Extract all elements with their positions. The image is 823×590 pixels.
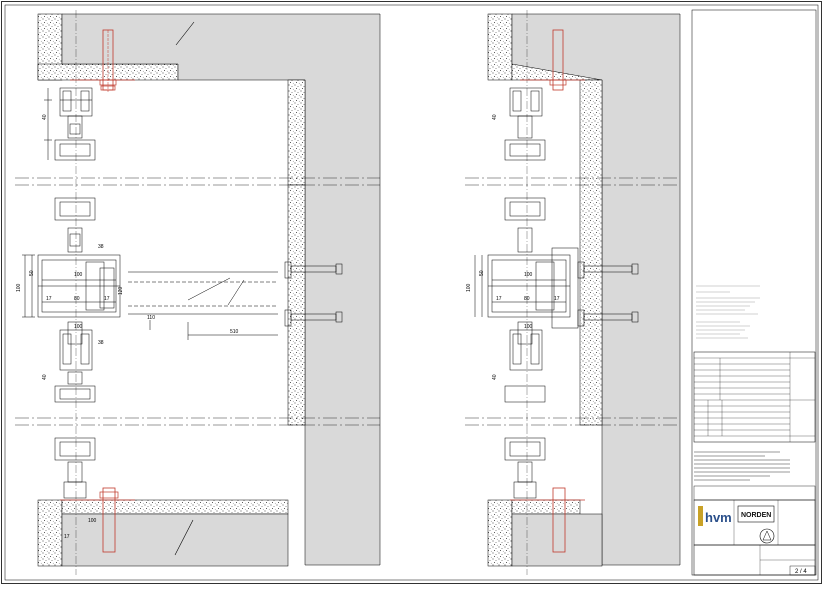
dim-label: 100 xyxy=(524,324,533,330)
concrete-speckle-right-top xyxy=(287,79,306,186)
dim-label: 38 xyxy=(98,244,104,250)
right-detail: 100 80 17 17 100 50 100 40 40 xyxy=(465,10,681,575)
dim-label: 17 xyxy=(104,296,110,302)
dim-label: 100 xyxy=(74,272,83,278)
break-line xyxy=(175,21,195,46)
concrete-speckle-bottom xyxy=(61,499,289,515)
dim-label: 100 xyxy=(16,283,22,292)
glass-clamp-top xyxy=(54,197,96,253)
profile-assembly-bottom-right xyxy=(504,321,546,499)
dim-label: 40 xyxy=(492,114,498,120)
left-detail: 100 80 17 17 100 50 100 120 38 38 40 40 … xyxy=(15,10,381,575)
dim-label: 100 xyxy=(524,272,533,278)
hvm-logo-mark xyxy=(698,506,703,526)
dim-label: 80 xyxy=(524,296,530,302)
glass-clamp-bottom xyxy=(54,321,96,403)
profile-assembly-top xyxy=(44,87,96,161)
dim-label: 17 xyxy=(554,296,560,302)
dim-label: 38 xyxy=(98,340,104,346)
dim-label: 110 xyxy=(147,315,155,321)
title-block: hvm NORDEN 2 / 4 xyxy=(691,9,817,576)
concrete-wall-left xyxy=(61,13,381,566)
dim-label: 50 xyxy=(479,270,485,276)
norden-logo: NORDEN xyxy=(741,512,771,519)
dim-label: 17 xyxy=(496,296,502,302)
notes-area xyxy=(696,285,760,339)
revision-table xyxy=(693,351,816,443)
sheet-number: 2 / 4 xyxy=(795,569,807,575)
anchor-bolt-bottom xyxy=(102,487,116,553)
dim-label: 40 xyxy=(42,374,48,380)
hvm-logo: hvm xyxy=(705,510,732,525)
profile-assembly-bottom xyxy=(54,437,96,499)
dim-label: 17 xyxy=(64,534,70,540)
break-line xyxy=(174,519,194,556)
main-profile-right xyxy=(474,247,579,329)
dim-label: 100 xyxy=(88,518,97,524)
dim-label: 17 xyxy=(46,296,52,302)
main-profile-left xyxy=(22,254,121,318)
dim-label: 100 xyxy=(74,324,83,330)
dim-label: 40 xyxy=(492,374,498,380)
dim-label: 120 xyxy=(118,286,124,295)
wall-anchors-left xyxy=(284,261,343,327)
dim-label: 40 xyxy=(42,114,48,120)
dim-label: 510 xyxy=(230,329,239,335)
wall-anchors-right xyxy=(577,261,639,327)
steel-beam xyxy=(128,271,278,340)
concrete-speckle-right-mid xyxy=(287,184,306,426)
circle-stamp-icon xyxy=(759,528,775,544)
dim-label: 80 xyxy=(74,296,80,302)
profile-assembly-top-right xyxy=(504,87,546,253)
concrete-speckle-bottom-left xyxy=(37,499,63,567)
concrete-slab-bottom xyxy=(61,513,289,567)
dim-label: 50 xyxy=(29,270,35,276)
dim-label: 100 xyxy=(466,283,472,292)
sheet-inner-border xyxy=(4,4,819,581)
